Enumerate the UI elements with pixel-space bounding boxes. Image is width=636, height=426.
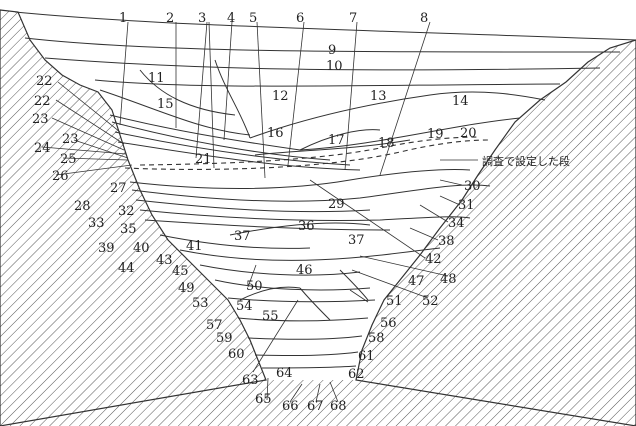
label-52: 63 (242, 373, 259, 388)
label-19: 24 (34, 141, 51, 156)
label-49: 47 (408, 274, 425, 289)
label-30: 33 (88, 216, 105, 231)
label-10: 2 (166, 11, 174, 26)
label-38: 32 (118, 204, 135, 219)
bedrock-left (0, 9, 267, 426)
label-68: 67 (307, 399, 324, 414)
label-14: 22 (36, 74, 53, 89)
label-6: 15 (157, 97, 174, 112)
label-37-right: 20 (460, 126, 477, 141)
label-33: 44 (118, 261, 135, 276)
label-3: 12 (272, 89, 289, 104)
label-11: 17 (328, 133, 345, 148)
label-1: 9 (328, 43, 336, 58)
label-24: 5 (249, 11, 257, 26)
label-31: 40 (133, 241, 150, 256)
label-4: 16 (267, 126, 284, 141)
label-47: 46 (296, 263, 313, 278)
label-17: 23 (32, 112, 49, 127)
label-60: 58 (368, 331, 385, 346)
label-61: 61 (358, 349, 375, 364)
label-32: 35 (120, 222, 137, 237)
label-5: 11 (148, 71, 165, 86)
label-43: 53 (192, 296, 209, 311)
label-55: 54 (236, 299, 253, 314)
label-23-top: 7 (349, 11, 357, 26)
label-12: 3 (198, 11, 206, 26)
label-46: 37 (348, 233, 365, 248)
label-45: 45 (172, 264, 189, 279)
label-26: 28 (74, 199, 91, 214)
label-65: 64 (276, 366, 293, 381)
label-53: 52 (422, 294, 439, 309)
bedrock-bottom (0, 380, 636, 426)
label-28: 34 (448, 216, 465, 231)
survey-step-note: 調査で設定した段 (482, 154, 570, 168)
label-66: 68 (330, 399, 347, 414)
label-57: 57 (206, 318, 223, 333)
label-41: 41 (186, 239, 203, 254)
label-22-top: 6 (296, 11, 304, 26)
label-20: 25 (60, 152, 77, 167)
label-9: 4 (227, 11, 235, 26)
label-13: 1 (119, 11, 127, 26)
label-59: 59 (216, 331, 233, 346)
label-18: 23 (62, 132, 79, 147)
label-58: 51 (386, 294, 403, 309)
label-8: 14 (452, 94, 469, 109)
label-54: 50 (246, 279, 263, 294)
label-34: 31 (458, 198, 475, 213)
label-23-mid: 19 (427, 127, 444, 142)
label-27: 27 (110, 181, 127, 196)
label-50: 56 (380, 316, 397, 331)
label-48: 38 (438, 234, 455, 249)
label-2: 10 (326, 59, 343, 74)
label-56: 55 (262, 309, 279, 324)
label-25: 42 (425, 252, 442, 267)
label-37-mid: 29 (328, 197, 345, 212)
label-15: 21 (195, 152, 212, 167)
label-51: 48 (440, 272, 457, 287)
label-40: 43 (156, 253, 173, 268)
label-35: 36 (298, 219, 315, 234)
label-42: 30 (464, 179, 481, 194)
label-36: 37 (234, 229, 251, 244)
bedrock-right (355, 39, 636, 426)
label-7: 13 (370, 89, 387, 104)
label-21: 26 (52, 169, 69, 184)
label-67: 66 (282, 399, 299, 414)
label-22-mid: 18 (378, 136, 395, 151)
label-16: 22 (34, 94, 51, 109)
label-64: 65 (255, 392, 272, 407)
label-63: 62 (348, 367, 365, 382)
label-44: 49 (178, 281, 195, 296)
label-62: 60 (228, 347, 245, 362)
label-39: 39 (98, 241, 115, 256)
label-29: 8 (420, 11, 428, 26)
